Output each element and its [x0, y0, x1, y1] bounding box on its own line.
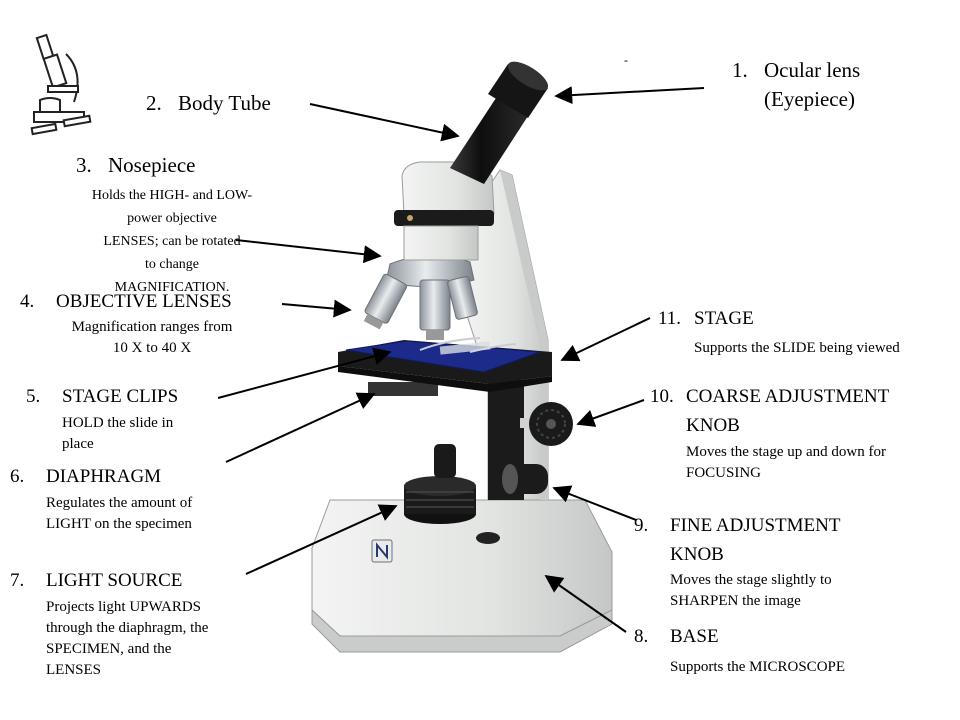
desc-line: Magnification ranges from: [71, 319, 233, 335]
desc-line: through the diaphragm, the: [46, 620, 209, 636]
label-number: 7.: [10, 570, 25, 591]
label-stage: 11. STAGE: [658, 305, 754, 332]
label-title: Ocular lens: [764, 58, 861, 82]
label-title: OBJECTIVE LENSES: [56, 291, 232, 312]
label-title: Nosepiece: [108, 153, 196, 177]
light-source: [404, 476, 476, 524]
label-number: 10.: [650, 386, 674, 407]
label-number: 3.: [76, 153, 92, 177]
label-title-line2: KNOB: [686, 415, 740, 436]
label-title-line2: (Eyepiece): [764, 87, 855, 111]
pointer-arrows: [217, 86, 705, 633]
label-fine-adjustment-knob: 9. FINE ADJUSTMENT KNOB: [634, 512, 840, 568]
arrow-diaphragm: [225, 392, 376, 463]
arrow-objective: [281, 299, 352, 318]
stage-clips-description: HOLD the slide in place: [62, 413, 173, 455]
label-title: STAGE: [694, 308, 754, 329]
desc-line: Holds the HIGH- and LOW-: [91, 188, 253, 203]
diaphragm: [368, 382, 456, 478]
label-body-tube: 2. Body Tube: [146, 89, 271, 118]
desc-line: FOCUSING: [686, 465, 762, 481]
arrow-body-tube: [309, 103, 460, 142]
desc-line: Regulates the amount of: [46, 495, 193, 511]
stage-description: Supports the SLIDE being viewed: [694, 340, 900, 356]
nosepiece-description: Holds the HIGH- and LOW- power objective…: [52, 184, 292, 299]
label-title: COARSE ADJUSTMENT: [686, 386, 890, 407]
label-coarse-adjustment-knob: 10. COARSE ADJUSTMENT KNOB: [650, 383, 889, 439]
label-light-source: 7. LIGHT SOURCE: [10, 567, 182, 594]
arrow-light-source: [245, 504, 398, 575]
microscope-base: [311, 499, 613, 653]
coarse-adjustment-description: Moves the stage up and down for FOCUSING: [686, 442, 886, 484]
body-tube: [450, 98, 528, 184]
label-title: BASE: [670, 626, 719, 647]
label-ocular-lens: 1. Ocular lens (Eyepiece): [732, 56, 860, 114]
desc-line: LIGHT on the specimen: [46, 516, 192, 532]
label-number: 1.: [732, 58, 748, 82]
desc-line: 10 X to 40 X: [112, 340, 192, 356]
label-base: 8. BASE: [634, 623, 719, 650]
label-title: LIGHT SOURCE: [46, 570, 183, 591]
desc-line: LENSES; can be rotated: [103, 234, 241, 249]
arrow-stage: [560, 317, 651, 362]
label-diaphragm: 6. DIAPHRAGM: [10, 463, 161, 490]
label-number: 4.: [20, 291, 35, 312]
microscope-clipart-icon: [30, 33, 92, 136]
desc-line: SPECIMEN, and the: [46, 641, 172, 657]
desc-line: Projects light UPWARDS: [46, 599, 202, 615]
label-number: 5.: [26, 386, 41, 407]
objective-description: Magnification ranges from 10 X to 40 X: [48, 317, 256, 359]
arrow-ocular: [554, 86, 705, 105]
fine-adjustment-knob: [502, 464, 548, 494]
label-title-line2: KNOB: [670, 544, 724, 565]
desc-line: power objective: [127, 211, 217, 226]
label-objective-lenses: 4. OBJECTIVE LENSES: [20, 288, 232, 315]
label-title: DIAPHRAGM: [46, 466, 162, 487]
desc-line: LENSES: [46, 662, 102, 678]
label-title: FINE ADJUSTMENT: [670, 515, 841, 536]
arrow-fine: [552, 485, 637, 521]
fine-adjustment-description: Moves the stage slightly to SHARPEN the …: [670, 570, 832, 612]
desc-line: Moves the stage slightly to: [670, 572, 832, 588]
dash-mark: -: [624, 53, 628, 67]
desc-line: SHARPEN the image: [670, 593, 801, 609]
arrow-nosepiece: [235, 239, 382, 264]
label-title: Body Tube: [178, 91, 271, 115]
label-number: 8.: [634, 626, 649, 647]
desc-line: HOLD the slide in: [62, 415, 174, 431]
ocular-lens: [488, 61, 549, 118]
label-number: 6.: [10, 466, 25, 487]
base-description: Supports the MICROSCOPE: [670, 659, 846, 675]
arrow-base: [544, 574, 627, 633]
desc-line: Moves the stage up and down for: [686, 444, 886, 460]
label-number: 2.: [146, 91, 162, 115]
arrow-stage-clips: [217, 347, 392, 399]
light-source-description: Projects light UPWARDS through the diaph…: [46, 597, 208, 681]
label-title: STAGE CLIPS: [62, 386, 179, 407]
objective-lenses: [363, 273, 478, 340]
label-number: 11.: [658, 308, 682, 329]
label-number: 9.: [634, 515, 649, 536]
desc-line: place: [62, 436, 94, 452]
coarse-adjustment-knob: [520, 402, 573, 446]
desc-line: MAGNIFICATION.: [114, 280, 230, 295]
diaphragm-description: Regulates the amount of LIGHT on the spe…: [46, 493, 192, 535]
label-nosepiece: 3. Nosepiece: [76, 151, 195, 180]
desc-line: to change: [144, 257, 200, 272]
label-stage-clips: 5. STAGE CLIPS: [26, 383, 178, 410]
arrow-coarse: [576, 399, 645, 427]
